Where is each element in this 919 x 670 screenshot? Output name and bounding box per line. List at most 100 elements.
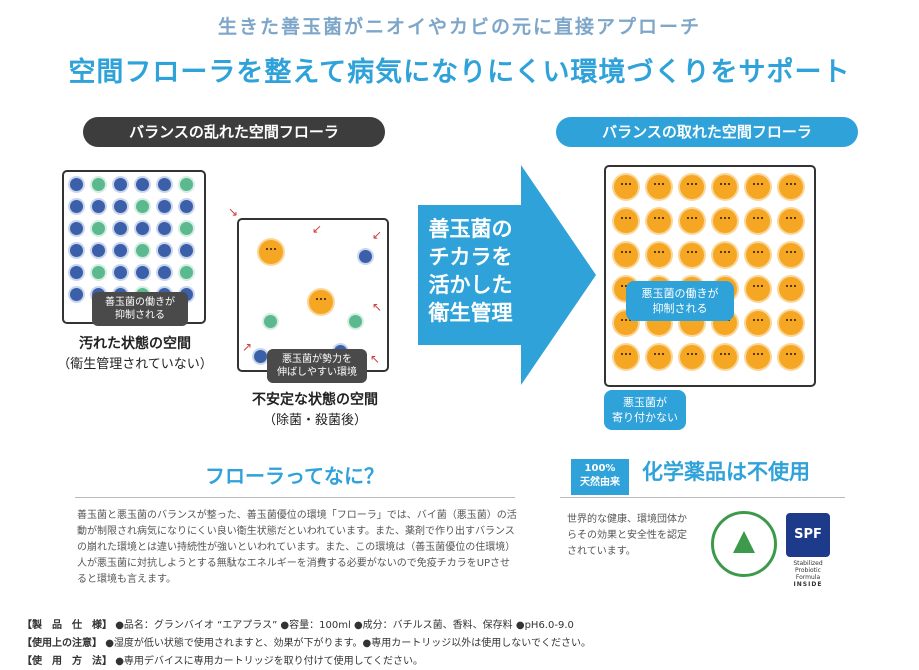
room2-label-line2: 伸ばしやすい環境 xyxy=(277,367,357,378)
spec-key: 【製 品 仕 様】 xyxy=(22,620,112,631)
probiotic-germ-icon xyxy=(614,243,638,267)
flora-body: 善玉菌と悪玉菌のバランスが整った、善玉菌優位の環境「フローラ」では、バイ菌（悪玉… xyxy=(77,510,517,585)
bad-germ-icon xyxy=(136,266,149,279)
arrow-line-4: 衛生管理 xyxy=(428,300,513,325)
chem-body-line3: されています。 xyxy=(567,546,636,557)
spec-value: ●品名：グランバイオ “エアプラス” ●容量：100ml ●成分：バチルス菌、香… xyxy=(115,620,574,631)
chem-body: 世界的な健康、環境団体か らその効果と安全性を認定 されています。 xyxy=(567,512,707,560)
bad-germ-icon xyxy=(70,200,83,213)
probiotic-germ-icon xyxy=(680,243,704,267)
probiotic-germ-icon xyxy=(647,243,671,267)
red-arrow-icon: ↖ xyxy=(370,352,381,366)
natural-origin-badge: 100% 天然由来 xyxy=(571,459,629,495)
spf-caption-3: Formula xyxy=(795,574,821,581)
spf-caption-2: Probiotic xyxy=(795,567,821,574)
room1-label: 善玉菌の働きが 抑制される xyxy=(92,292,188,326)
chem-body-line2: らその効果と安全性を認定 xyxy=(567,530,687,541)
good-germ-icon xyxy=(180,178,193,191)
room1-caption-title: 汚れた状態の空間 xyxy=(79,336,191,352)
bad-germ-icon xyxy=(114,200,127,213)
room3-label-repelled: 悪玉菌が 寄り付かない xyxy=(604,390,686,430)
arrow-line-2: チカラを xyxy=(428,244,513,269)
probiotic-germ-icon xyxy=(647,345,671,369)
chem-body-line1: 世界的な健康、環境団体か xyxy=(567,514,687,525)
good-germ-icon xyxy=(136,244,149,257)
room3-label1-line2: 抑制される xyxy=(652,302,708,315)
red-arrow-icon: ↙ xyxy=(372,228,383,242)
bad-germ-icon xyxy=(136,178,149,191)
probiotic-germ-icon xyxy=(309,290,333,314)
probiotic-germ-icon xyxy=(680,175,704,199)
chem-free-title: 化学薬品は不使用 xyxy=(642,459,810,484)
unbalanced-flora-pill: バランスの乱れた空間フローラ xyxy=(83,117,385,147)
probiotic-germ-icon xyxy=(779,175,803,199)
room2-label-line1: 悪玉菌が勢力を xyxy=(282,354,352,365)
badge-line2: 天然由来 xyxy=(580,477,620,488)
probiotic-germ-icon xyxy=(680,345,704,369)
bad-germ-icon xyxy=(158,266,171,279)
room2-caption-sub: （除菌・殺菌後） xyxy=(262,413,367,428)
spec-row: 【使 用 方 法】 ●専用デバイスに専用カートリッジを取り付けて使用してください… xyxy=(22,652,423,667)
flora-divider xyxy=(75,497,515,498)
arrow-line-3: 活かした xyxy=(428,272,513,297)
probiotics-certification-logo xyxy=(711,511,777,577)
good-germ-icon xyxy=(92,222,105,235)
spec-key: 【使 用 方 法】 xyxy=(22,656,112,667)
arrow-text: 善玉菌の チカラを 活かした 衛生管理 xyxy=(418,215,523,327)
spec-row: 【使用上の注意】 ●湿度が低い状態で使用されますと、効果が下がります。●専用カー… xyxy=(22,634,591,649)
probiotic-germ-icon xyxy=(713,175,737,199)
probiotic-germ-icon xyxy=(713,243,737,267)
room1-label-line1: 善玉菌の働きが xyxy=(105,297,175,308)
good-germ-icon xyxy=(136,200,149,213)
balanced-room-illustration xyxy=(604,165,816,387)
spec-value: ●専用デバイスに専用カートリッジを取り付けて使用してください。 xyxy=(115,656,424,667)
probiotic-germ-icon xyxy=(614,175,638,199)
red-arrow-icon: ↖ xyxy=(372,300,383,314)
spec-value: ●湿度が低い状態で使用されますと、効果が下がります。●専用カートリッジ以外は使用… xyxy=(105,638,591,649)
arrow-line-1: 善玉菌の xyxy=(428,216,513,241)
probiotic-germ-icon xyxy=(713,345,737,369)
bad-germ-icon xyxy=(114,222,127,235)
room3-label1-line1: 悪玉菌の働きが xyxy=(641,287,719,300)
bad-germ-icon xyxy=(158,200,171,213)
page-title: 空間フローラを整えて病気になりにくい環境づくりをサポート xyxy=(68,57,851,88)
bad-germ-icon xyxy=(70,288,83,301)
probiotic-germ-icon xyxy=(746,345,770,369)
room3-label-suppressed: 悪玉菌の働きが 抑制される xyxy=(626,281,734,321)
good-germ-icon xyxy=(92,266,105,279)
red-arrow-icon: ↗ xyxy=(242,340,253,354)
bad-germ-icon xyxy=(180,244,193,257)
bad-germ-icon xyxy=(254,350,267,363)
good-germ-icon xyxy=(349,315,362,328)
bad-germ-icon xyxy=(158,244,171,257)
probiotic-germ-icon xyxy=(746,243,770,267)
bad-germ-icon xyxy=(114,244,127,257)
red-arrow-icon: ↙ xyxy=(312,222,323,236)
flask-icon xyxy=(733,531,755,553)
red-arrow-icon: ↘ xyxy=(228,205,239,219)
bad-germ-icon xyxy=(158,178,171,191)
probiotic-germ-icon xyxy=(614,209,638,233)
room1-caption-sub: （衛生管理されていない） xyxy=(57,357,213,372)
room1-label-line2: 抑制される xyxy=(115,310,165,321)
spec-row: 【製 品 仕 様】 ●品名：グランバイオ “エアプラス” ●容量：100ml ●… xyxy=(22,616,574,631)
subtitle: 生きた善玉菌がニオイやカビの元に直接アプローチ xyxy=(217,16,701,38)
bad-germ-icon xyxy=(70,266,83,279)
probiotic-germ-icon xyxy=(680,209,704,233)
probiotic-germ-icon xyxy=(746,277,770,301)
bad-germ-icon xyxy=(92,200,105,213)
good-germ-icon xyxy=(180,266,193,279)
probiotic-germ-icon xyxy=(259,240,283,264)
bad-germ-icon xyxy=(180,200,193,213)
spf-caption-4: INSIDE xyxy=(793,581,823,588)
spf-caption: Stabilized Probiotic Formula INSIDE xyxy=(783,560,833,588)
room3-label2-line1: 悪玉菌が xyxy=(623,396,667,409)
probiotic-germ-icon xyxy=(647,175,671,199)
good-germ-icon xyxy=(180,222,193,235)
transition-arrow-tip xyxy=(521,165,596,385)
probiotic-germ-icon xyxy=(779,243,803,267)
transition-arrow xyxy=(418,205,523,345)
room2-caption-title: 不安定な状態の空間 xyxy=(252,392,378,408)
good-germ-icon xyxy=(264,315,277,328)
room2-caption: 不安定な状態の空間 （除菌・殺菌後） xyxy=(230,389,400,428)
